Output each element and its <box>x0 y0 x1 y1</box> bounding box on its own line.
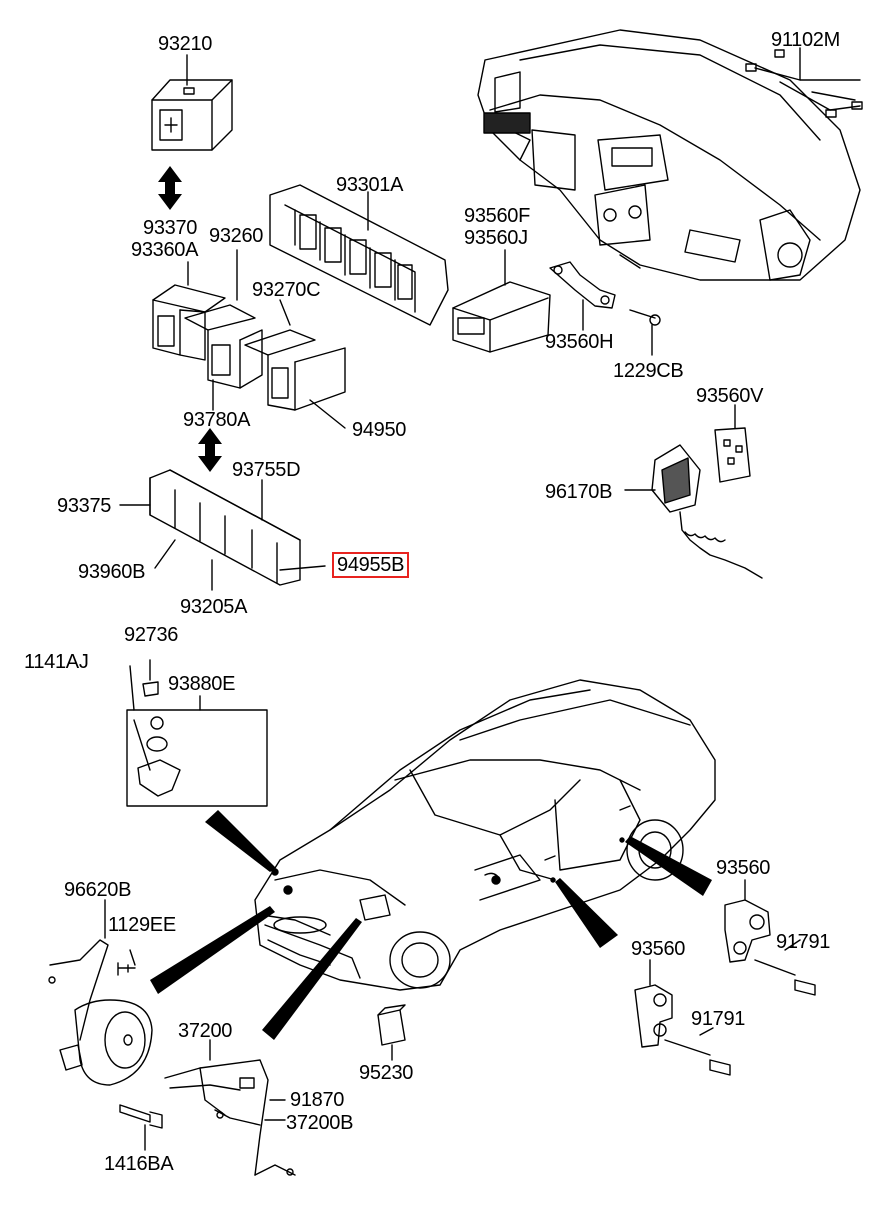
switch-panel-93301A-drawing <box>269 184 449 326</box>
part-label-93880E[interactable]: 93880E <box>168 673 236 695</box>
part-label-37200B[interactable]: 37200B <box>286 1112 354 1134</box>
exchange-arrow-2 <box>198 428 222 472</box>
part-label-93560-right[interactable]: 93560 <box>716 857 771 879</box>
exchange-arrow-1 <box>158 166 182 210</box>
part-label-91791-right[interactable]: 91791 <box>776 931 831 953</box>
part-label-93960B[interactable]: 93960B <box>78 561 146 583</box>
bolt-1416BA-drawing <box>119 1104 163 1151</box>
part-label-93360A[interactable]: 93360A <box>131 239 199 261</box>
part-label-93560V[interactable]: 93560V <box>696 385 764 407</box>
part-label-93560F[interactable]: 93560F <box>464 205 531 227</box>
switch-row-93375-drawing <box>119 469 326 591</box>
part-label-37200[interactable]: 37200 <box>178 1020 233 1042</box>
callout-wedges <box>150 810 712 1040</box>
part-label-93375[interactable]: 93375 <box>57 495 112 517</box>
switch-93210-drawing <box>151 54 233 151</box>
part-label-1141AJ[interactable]: 1141AJ <box>24 651 89 673</box>
door-switch-mid-drawing <box>634 959 731 1076</box>
part-label-91791-mid[interactable]: 91791 <box>691 1008 746 1030</box>
sensor-93560V-drawing <box>714 404 751 483</box>
part-label-91870[interactable]: 91870 <box>290 1089 345 1111</box>
part-label-93560H[interactable]: 93560H <box>545 331 614 353</box>
part-label-94955B-selected[interactable]: 94955B <box>332 552 410 578</box>
relay-95230-drawing <box>377 1004 406 1061</box>
part-label-91102M[interactable]: 91102M <box>771 29 840 51</box>
part-label-93260[interactable]: 93260 <box>209 225 264 247</box>
wiring-37200-drawing <box>164 1039 296 1176</box>
part-label-94950[interactable]: 94950 <box>352 419 407 441</box>
part-label-93560J[interactable]: 93560J <box>464 227 528 249</box>
part-label-1129EE[interactable]: 1129EE <box>108 914 176 936</box>
wiring-91102M-drawing <box>745 47 863 118</box>
bracket-93560H-drawing <box>549 261 661 356</box>
door-switch-right-drawing <box>724 879 816 996</box>
part-label-93780A[interactable]: 93780A <box>183 409 251 431</box>
part-label-93205A[interactable]: 93205A <box>180 596 248 618</box>
dashboard-drawing <box>477 29 861 281</box>
part-label-1229CB[interactable]: 1229CB <box>613 360 684 382</box>
part-label-93301A[interactable]: 93301A <box>336 174 404 196</box>
part-label-92736[interactable]: 92736 <box>124 624 179 646</box>
part-label-93560-mid[interactable]: 93560 <box>631 938 686 960</box>
part-label-96170B[interactable]: 96170B <box>545 481 613 503</box>
part-label-96620B[interactable]: 96620B <box>64 879 132 901</box>
part-label-93755D[interactable]: 93755D <box>232 459 301 481</box>
part-label-95230[interactable]: 95230 <box>359 1062 414 1084</box>
part-label-93270C[interactable]: 93270C <box>252 279 321 301</box>
part-label-1416BA[interactable]: 1416BA <box>104 1153 174 1175</box>
part-label-93210[interactable]: 93210 <box>158 33 213 55</box>
switch-group-93360A-drawing <box>152 249 346 429</box>
part-label-93370[interactable]: 93370 <box>143 217 198 239</box>
sensor-96170B-drawing <box>624 444 763 579</box>
horn-96620B-drawing <box>48 899 153 1086</box>
module-93560F-drawing <box>452 249 551 353</box>
car-drawing <box>254 679 716 991</box>
bracket-93880E-drawing <box>126 659 268 807</box>
